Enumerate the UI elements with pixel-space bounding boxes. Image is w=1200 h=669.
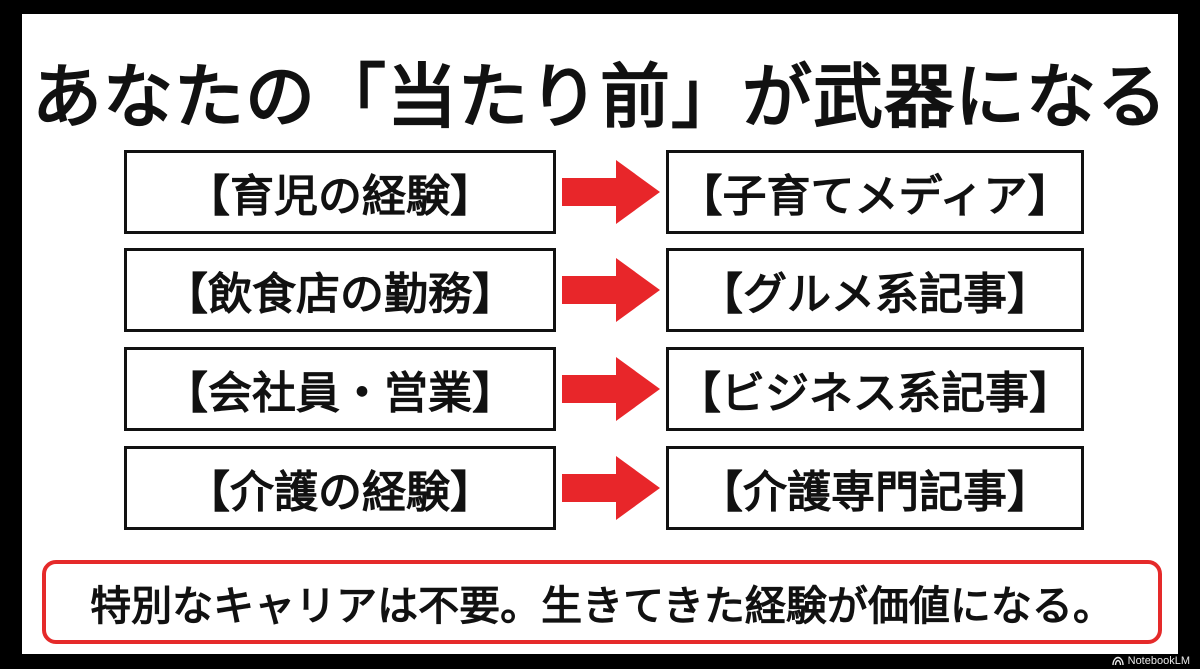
experience-box: 【会社員・営業】 <box>124 347 556 431</box>
media-box: 【グルメ系記事】 <box>666 248 1084 332</box>
slide: あなたの「当たり前」が武器になる 【育児の経験】 【子育てメディア】 【飲食店の… <box>22 14 1178 654</box>
experience-box: 【介護の経験】 <box>124 446 556 530</box>
notebooklm-logo-icon <box>1111 656 1124 666</box>
slide-title: あなたの「当たり前」が武器になる <box>32 56 1168 138</box>
mapping-row-4: 【介護の経験】 【介護専門記事】 <box>22 446 1178 530</box>
experience-box: 【育児の経験】 <box>124 150 556 234</box>
mapping-row-2: 【飲食店の勤務】 【グルメ系記事】 <box>22 248 1178 332</box>
experience-box: 【飲食店の勤務】 <box>124 248 556 332</box>
right-arrow-icon <box>562 456 660 520</box>
media-box: 【介護専門記事】 <box>666 446 1084 530</box>
right-arrow-icon <box>562 160 660 224</box>
mapping-row-3: 【会社員・営業】 【ビジネス系記事】 <box>22 347 1178 431</box>
right-arrow-icon <box>562 258 660 322</box>
right-arrow-icon <box>562 357 660 421</box>
media-box: 【子育てメディア】 <box>666 150 1084 234</box>
watermark-label: NotebookLM <box>1127 655 1190 667</box>
watermark: NotebookLM <box>1111 654 1190 668</box>
mapping-row-1: 【育児の経験】 【子育てメディア】 <box>22 150 1178 234</box>
summary-note: 特別なキャリアは不要。生きてきた経験が価値になる。 <box>42 560 1162 644</box>
media-box: 【ビジネス系記事】 <box>666 347 1084 431</box>
